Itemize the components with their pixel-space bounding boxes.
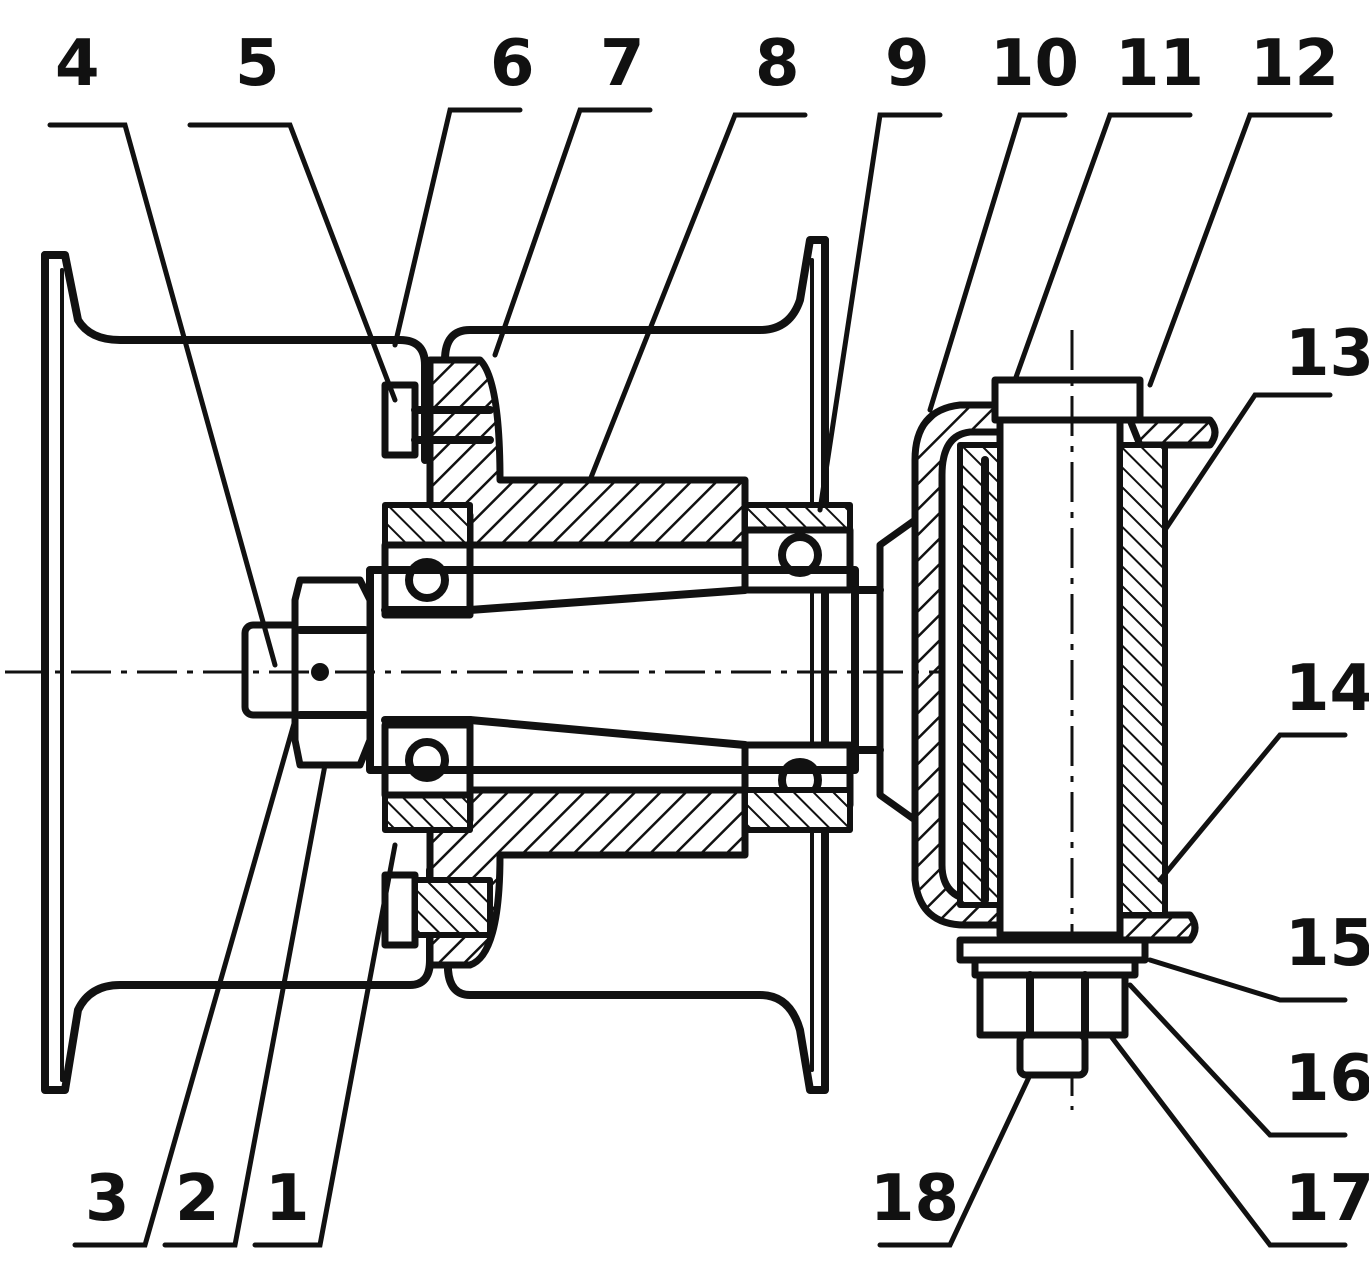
callout-10: 10 xyxy=(990,27,1079,101)
callout-2: 2 xyxy=(175,1162,220,1236)
callout-18: 18 xyxy=(870,1162,959,1236)
right-bearing xyxy=(741,502,854,833)
callout-11: 11 xyxy=(1115,27,1204,101)
swivel-housing xyxy=(957,416,1219,944)
left-bearing xyxy=(381,541,474,799)
callout-7: 7 xyxy=(600,27,645,101)
callout-16: 16 xyxy=(1285,1042,1369,1116)
callout-17: 17 xyxy=(1285,1162,1369,1236)
leader-lines xyxy=(47,107,1348,1248)
callout-3: 3 xyxy=(85,1162,130,1236)
callout-1: 1 xyxy=(265,1162,310,1236)
bottom-fasteners xyxy=(956,936,1149,1079)
callout-9: 9 xyxy=(885,27,930,101)
fork-bracket xyxy=(851,401,1004,929)
callout-13: 13 xyxy=(1285,317,1369,391)
callout-14: 14 xyxy=(1285,652,1369,726)
pivot-shaft xyxy=(991,330,1144,1110)
axle-nut xyxy=(241,576,374,769)
rim-bolts xyxy=(381,381,494,949)
wheel-rim xyxy=(41,236,829,1094)
callout-15: 15 xyxy=(1285,907,1369,981)
callout-12: 12 xyxy=(1250,27,1339,101)
callout-labels: 4 5 6 7 8 9 10 11 12 13 14 15 16 17 18 3… xyxy=(55,27,1369,1236)
callout-5: 5 xyxy=(235,27,280,101)
callout-8: 8 xyxy=(755,27,800,101)
callout-6: 6 xyxy=(490,27,535,101)
callout-4: 4 xyxy=(55,27,100,101)
hub xyxy=(382,356,749,969)
